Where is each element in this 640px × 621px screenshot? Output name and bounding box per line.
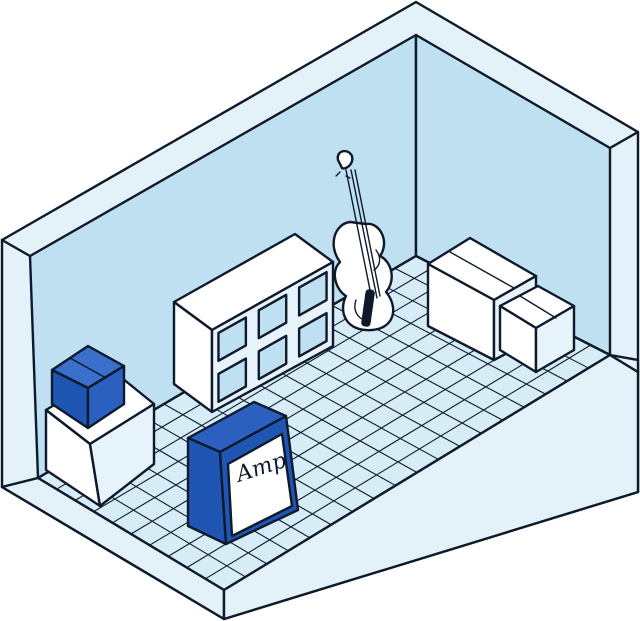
cello-icon xyxy=(332,149,395,332)
cardboard-box-blue-left xyxy=(50,344,126,430)
cube-shelf xyxy=(172,232,335,414)
amplifier-icon: Amp xyxy=(186,400,300,546)
cardboard-box-small-right xyxy=(498,284,576,374)
shelf-cubbies xyxy=(217,270,328,404)
